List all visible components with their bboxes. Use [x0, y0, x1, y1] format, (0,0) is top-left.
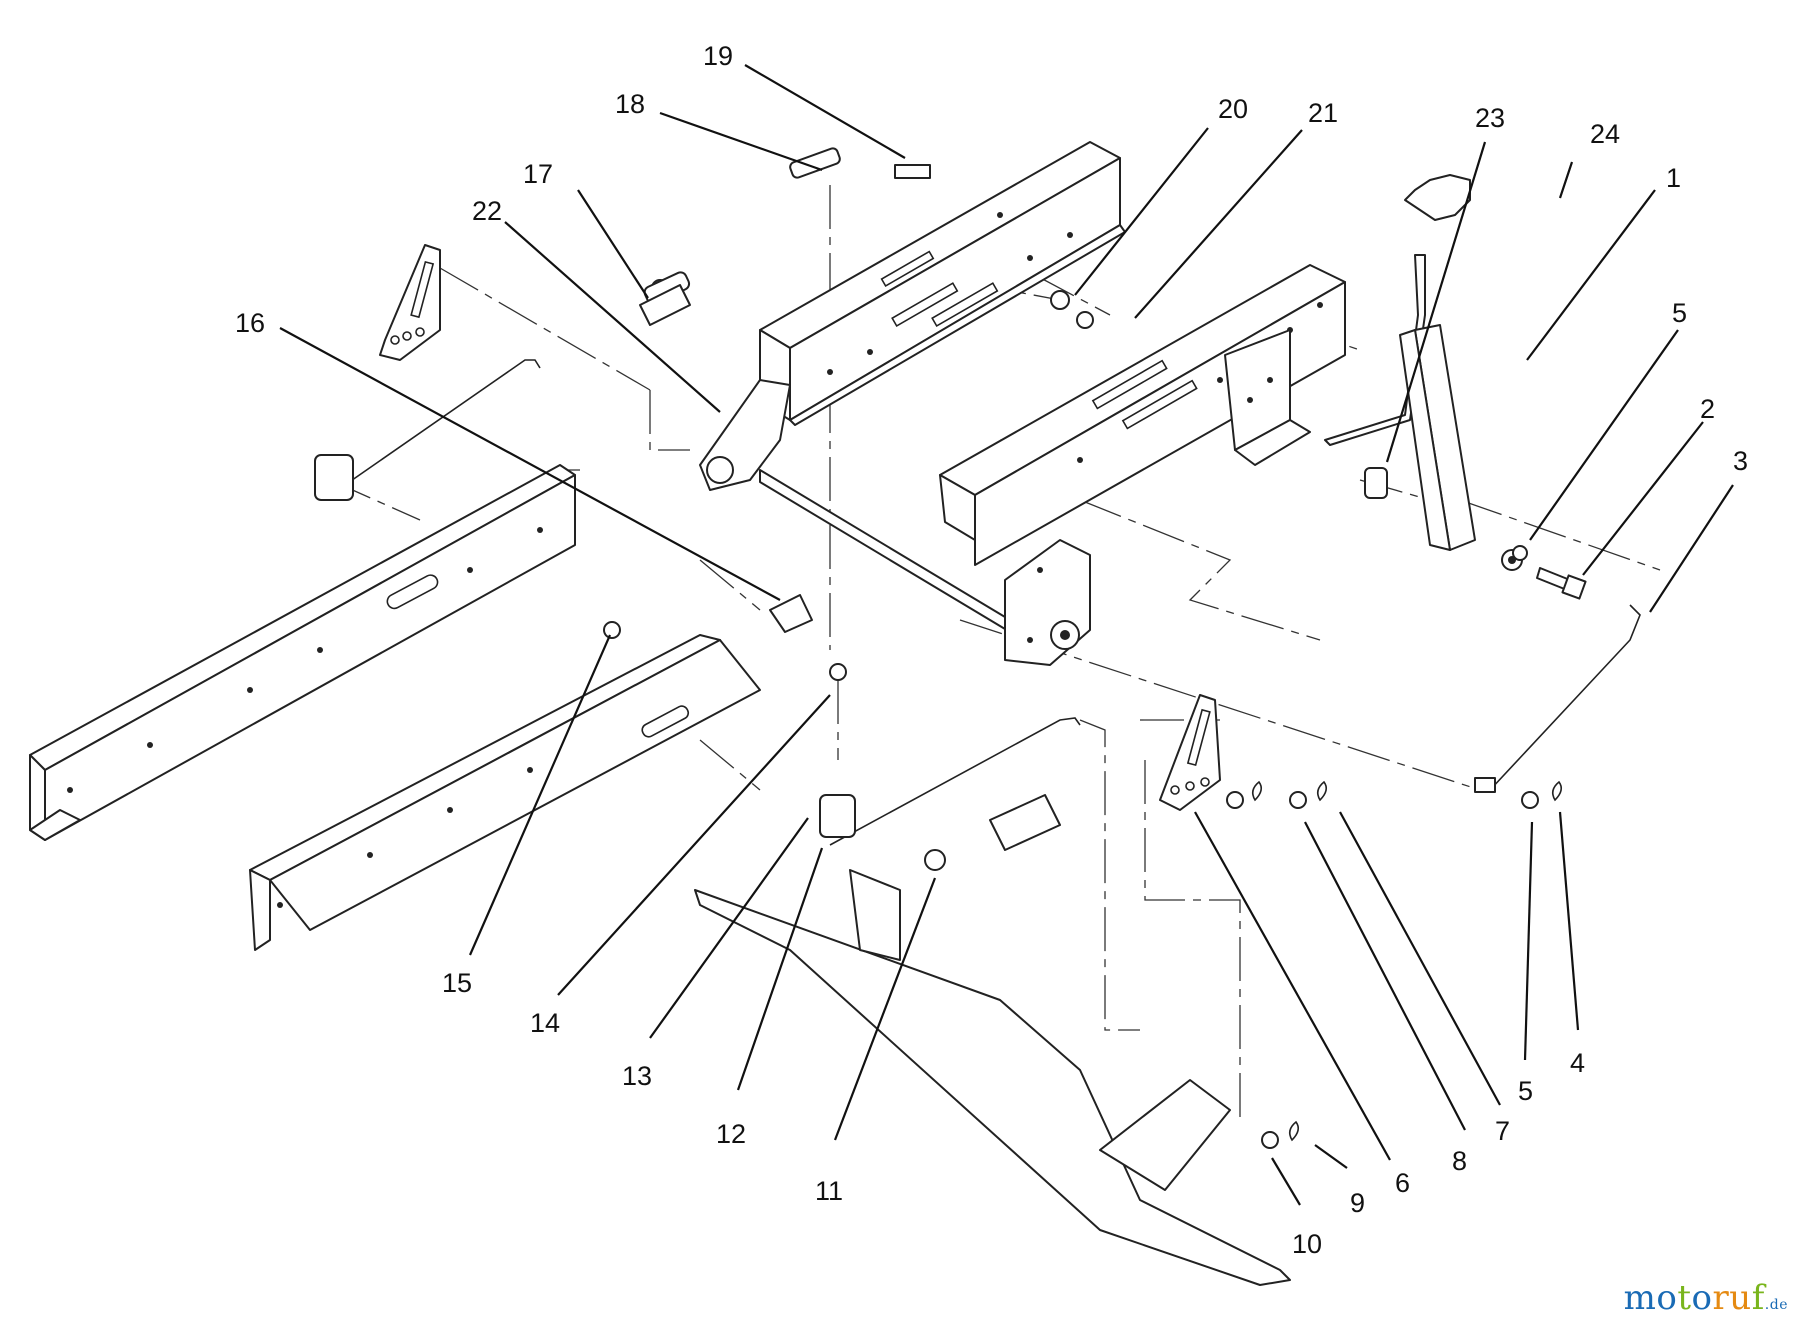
- watermark-logo: motoruf.de: [1624, 1278, 1788, 1318]
- callout-19: 19: [703, 41, 733, 71]
- lever-assembly: [1324, 174, 1587, 600]
- callout-16: 16: [235, 308, 265, 338]
- left-frame-rail: [29, 464, 576, 841]
- callout-2: 2: [1700, 394, 1715, 424]
- callout-13: 13: [622, 1061, 652, 1091]
- callout-9: 9: [1350, 1188, 1365, 1218]
- right-mounting-bracket: [1224, 329, 1311, 466]
- leader-lines: [279, 64, 1734, 1206]
- callout-3: 3: [1733, 446, 1748, 476]
- callout-15: 15: [442, 968, 472, 998]
- callout-10: 10: [1292, 1229, 1322, 1259]
- callout-23: 23: [1475, 103, 1505, 133]
- callout-7: 7: [1495, 1116, 1510, 1146]
- callout-5-upper: 5: [1672, 298, 1687, 328]
- callout-24: 24: [1590, 119, 1620, 149]
- callout-12: 12: [716, 1119, 746, 1149]
- callout-21: 21: [1308, 98, 1338, 128]
- lower-deck: [694, 869, 1291, 1286]
- callout-8: 8: [1452, 1146, 1467, 1176]
- callout-6: 6: [1395, 1168, 1410, 1198]
- watermark-text: motoruf: [1623, 1278, 1765, 1318]
- callout-4: 4: [1570, 1048, 1585, 1078]
- watermark-suffix: .de: [1764, 1297, 1788, 1313]
- pivot-shaft-assembly: [699, 379, 1091, 666]
- upper-center-channel: [759, 141, 1126, 426]
- right-slotted-link: [1159, 694, 1221, 811]
- callout-14: 14: [530, 1008, 560, 1038]
- callout-labels: 19 18 17 22 16 20 21 23 24 1 5 2 3 15 14…: [235, 41, 1748, 1259]
- left-slotted-link: [379, 244, 441, 361]
- callout-5-lower: 5: [1518, 1076, 1533, 1106]
- callout-18: 18: [615, 89, 645, 119]
- callout-22: 22: [472, 196, 502, 226]
- callout-11: 11: [815, 1176, 843, 1206]
- callout-1: 1: [1666, 163, 1681, 193]
- small-hardware: [603, 147, 1563, 1149]
- phantom-lines: [329, 185, 1661, 1120]
- callout-17: 17: [523, 159, 553, 189]
- rods: [314, 271, 1641, 846]
- lower-left-rail: [249, 634, 761, 951]
- callout-20: 20: [1218, 94, 1248, 124]
